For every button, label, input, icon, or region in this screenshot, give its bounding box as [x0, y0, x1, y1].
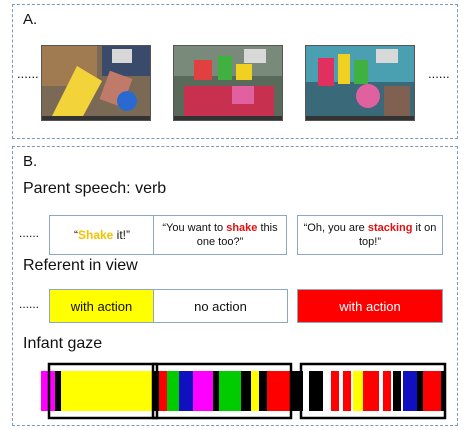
gaze-segment-red: [363, 371, 379, 411]
speech-3-pre: “Oh, you are: [303, 222, 368, 234]
referent-ellipsis: ......: [19, 297, 40, 311]
speech-2-post: this one too?”: [196, 222, 278, 248]
gaze-segment-black: [309, 371, 319, 411]
gaze-segment-black: [393, 371, 401, 411]
referent-title: Referent in view: [23, 257, 138, 274]
video-frame-3: [305, 45, 415, 121]
panel-a: A. ......: [12, 4, 458, 139]
video-frame-2: [173, 45, 283, 121]
gaze-segment-yellow: [61, 371, 153, 411]
referent-box-with-action-2: with action: [297, 289, 443, 323]
gaze-segment-black: [417, 371, 423, 411]
gaze-segment-black: [55, 371, 61, 411]
speech-title: Parent speech: verb: [23, 180, 167, 197]
speech-1-pre: “: [73, 228, 78, 242]
gaze-segment-green: [167, 371, 179, 411]
referent-box-no-action: no action: [153, 289, 288, 323]
ellipsis-left: ......: [17, 66, 39, 81]
panel-b: B. Parent speech: verb ...... “Shake it!…: [12, 146, 458, 426]
ellipsis-right: ......: [428, 66, 450, 81]
speech-box-3: “Oh, you are stacking it on top!”: [297, 215, 443, 255]
speech-1-post: it!”: [113, 228, 131, 242]
gaze-segment-black: [259, 371, 267, 411]
panel-a-label: A.: [23, 11, 38, 28]
speech-box-1: “Shake it!”: [49, 215, 155, 255]
gaze-segment-yellow: [251, 371, 259, 411]
gaze-segment-blue: [403, 371, 417, 411]
gaze-window-1: [47, 362, 159, 420]
gaze-window-3: [299, 362, 447, 420]
gaze-segment-red: [343, 371, 351, 411]
gaze-segment-black: [213, 371, 219, 411]
speech-3-verb: stacking: [367, 222, 413, 234]
speech-2-verb: shake: [226, 222, 258, 234]
gaze-window-2: [151, 362, 293, 420]
gaze-segment-green: [219, 371, 241, 411]
speech-box-2: “You want to shake this one too?”: [153, 215, 287, 255]
gaze-segment-red: [267, 371, 291, 411]
speech-ellipsis: ......: [19, 226, 40, 240]
gaze-segment-red: [159, 371, 167, 411]
speech-3-post: it on top!”: [358, 222, 437, 248]
gaze-timeline: [41, 362, 447, 420]
gaze-segment-black: [241, 371, 251, 411]
gaze-segment-red: [331, 371, 339, 411]
gaze-segment-black: [319, 371, 323, 411]
speech-2-pre: “You want to: [162, 222, 227, 234]
speech-1-verb: Shake: [77, 228, 114, 242]
gaze-segment-blue: [179, 371, 193, 411]
gaze-segment-black: [441, 371, 445, 411]
referent-box-with-action-1: with action: [49, 289, 154, 323]
gaze-segment-red: [383, 371, 391, 411]
panel-b-label: B.: [23, 153, 38, 170]
gaze-segment-yellow: [353, 371, 363, 411]
gaze-segment-magenta: [193, 371, 213, 411]
gaze-segment-red: [423, 371, 441, 411]
gaze-title: Infant gaze: [23, 335, 103, 352]
video-frame-1: [41, 45, 151, 121]
